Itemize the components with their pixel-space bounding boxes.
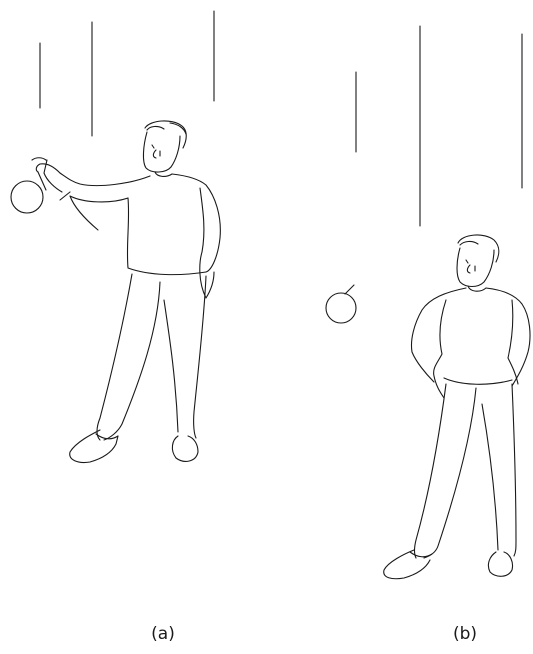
person-a [32, 121, 220, 463]
panel-b [326, 26, 530, 579]
hand [32, 158, 62, 192]
panel-b-caption: (b) [435, 624, 495, 644]
panel-a [11, 11, 220, 463]
panel-a-caption: (a) [133, 624, 193, 644]
head [143, 132, 180, 172]
pendulum-bob [11, 181, 43, 213]
face [466, 260, 475, 273]
bob-string [345, 285, 354, 294]
right-foot [172, 436, 198, 461]
torso [444, 378, 512, 384]
pendulum-bob [326, 293, 356, 323]
raised-arm [60, 173, 150, 186]
face [152, 145, 160, 158]
legs [97, 274, 132, 440]
right-foot [488, 552, 512, 576]
right-arm [486, 288, 530, 386]
left-foot [384, 550, 430, 579]
person-b [384, 235, 530, 579]
hair [458, 235, 499, 262]
left-foot [70, 430, 118, 463]
torso [127, 198, 206, 275]
legs [415, 384, 447, 558]
left-arm [411, 288, 466, 382]
